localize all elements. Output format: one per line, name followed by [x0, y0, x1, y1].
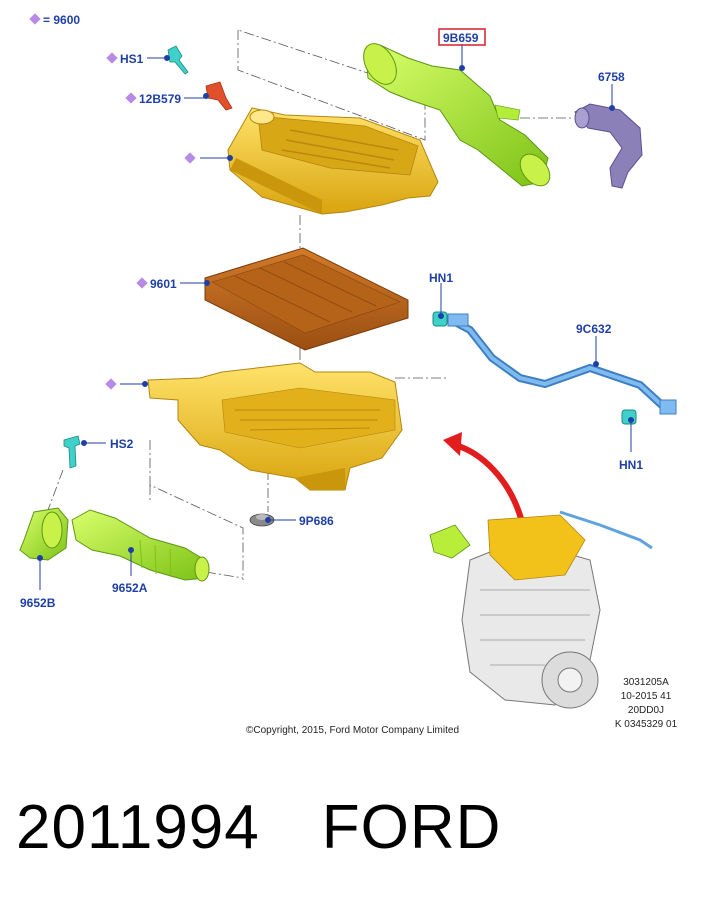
callout-9p686: 9P686 — [299, 514, 334, 528]
callout-9601: 9601 — [150, 277, 177, 291]
sensor-12b579 — [205, 81, 233, 111]
callout-9b659: 9B659 — [443, 31, 479, 45]
legend-diamond-icon — [29, 13, 41, 25]
location-arrow — [443, 432, 525, 523]
highlight-box-9b659 — [438, 28, 486, 46]
callout-hn1-top: HN1 — [429, 271, 453, 285]
callout-9652b: 9652B — [20, 596, 56, 610]
duct-9652a — [71, 509, 210, 582]
diamond-icon — [106, 52, 118, 64]
tube-9c632 — [447, 313, 677, 415]
callout-hs2: HS2 — [110, 437, 134, 451]
callout-hs1: HS1 — [120, 52, 144, 66]
part-number: 2011994 — [16, 793, 260, 862]
callout-6758: 6758 — [598, 70, 625, 84]
part-number-line: 2011994 FORD — [16, 792, 501, 863]
drawing-code-line: 20DD0J — [627, 705, 665, 716]
drawing-code-line: 10-2015 41 — [620, 691, 672, 702]
drawing-code: 3031205A 10-2015 41 20DD0J K 0345329 01 — [601, 676, 691, 732]
screw-hs2 — [63, 435, 81, 469]
legend: = 9600 — [29, 13, 80, 27]
diamond-icon — [125, 92, 137, 104]
callout-9c632: 9C632 — [576, 322, 612, 336]
screw-hs1 — [167, 45, 189, 75]
diamond-icon — [184, 152, 196, 164]
adapter-9652b — [19, 507, 69, 561]
air-cleaner-body — [147, 362, 403, 491]
air-cleaner-cover — [227, 107, 439, 215]
callout-hn1-bottom: HN1 — [619, 458, 643, 472]
leader-lines — [37, 44, 634, 590]
legend-text: = 9600 — [43, 13, 80, 27]
hose-6758 — [574, 103, 643, 189]
drawing-code-line: 3031205A — [623, 677, 669, 688]
air-intake-hose-9b659 — [363, 43, 551, 187]
copyright-text: ©Copyright, 2015, Ford Motor Company Lim… — [245, 725, 460, 736]
callout-12b579: 12B579 — [139, 92, 181, 106]
engine-location-view — [429, 510, 653, 709]
diamond-icon — [105, 378, 117, 390]
callout-9652a: 9652A — [112, 581, 148, 595]
brand-name: FORD — [321, 793, 502, 862]
air-filter-element — [204, 247, 409, 351]
drawing-code-line: K 0345329 01 — [614, 719, 678, 730]
diamond-icon — [136, 277, 148, 289]
